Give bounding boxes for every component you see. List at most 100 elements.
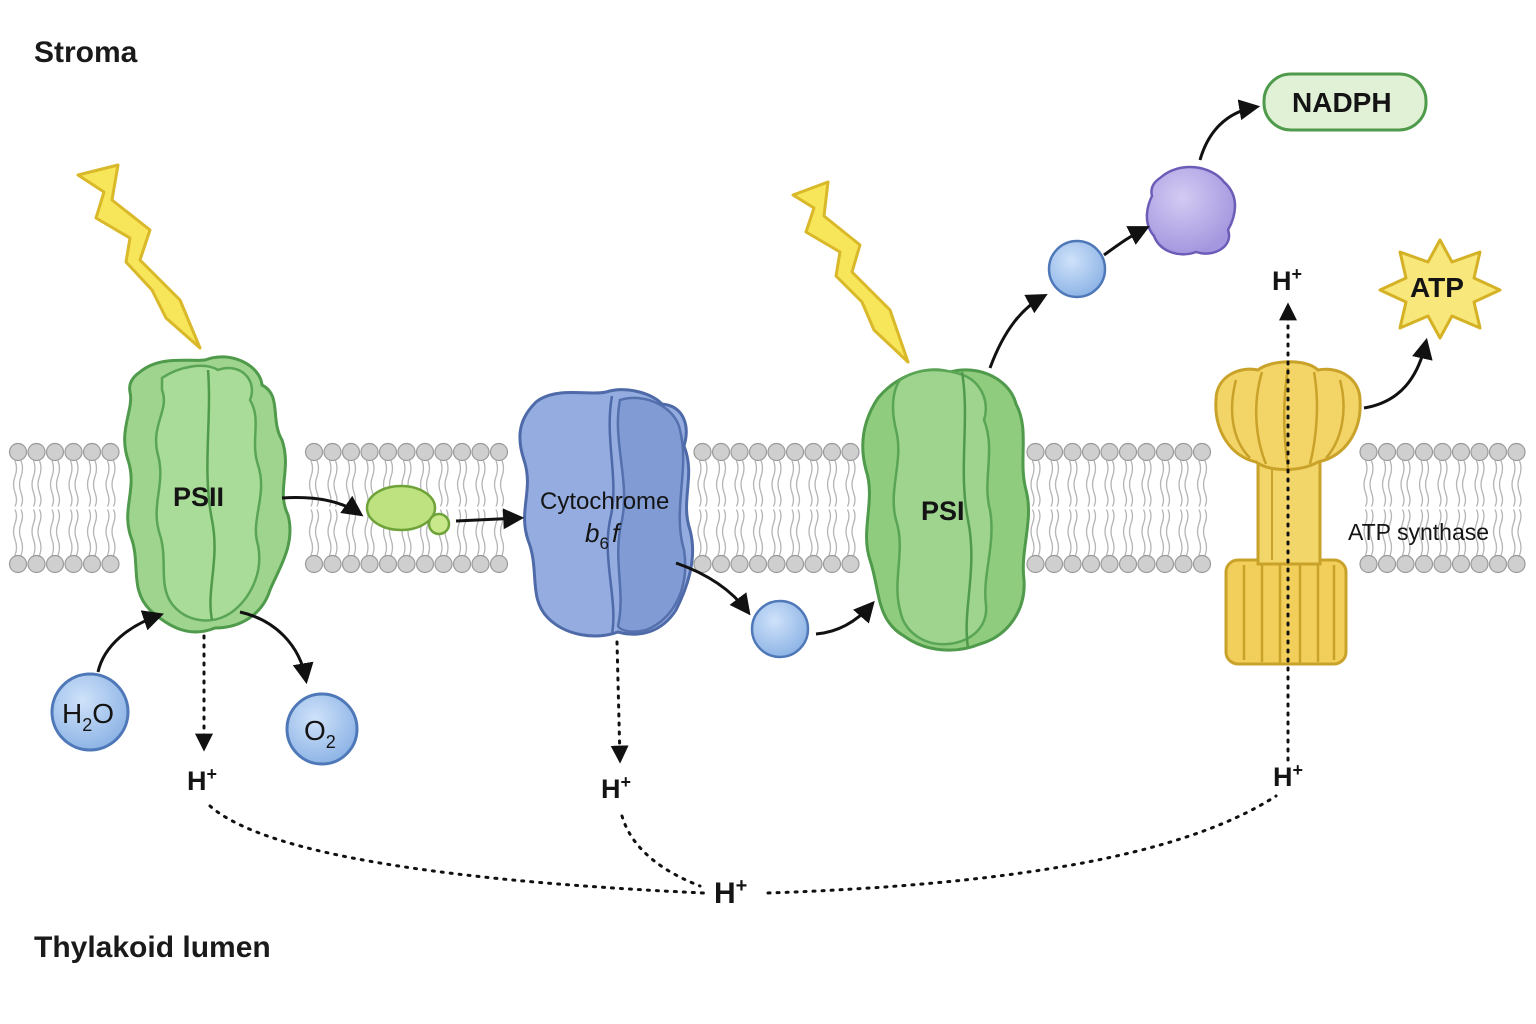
- lipid-tail: [456, 460, 462, 507]
- lipid-tail: [1196, 460, 1202, 507]
- lipid-tail: [1159, 460, 1165, 507]
- arrow-plastoquinone-to-cytochrome: [455, 508, 525, 530]
- lipid-head: [1451, 554, 1471, 574]
- lipid-tail: [826, 509, 832, 556]
- lipid-tail: [721, 460, 727, 507]
- lipid-tail: [1054, 460, 1060, 507]
- lipid-head: [1433, 554, 1452, 574]
- lipid-tail: [1165, 460, 1171, 507]
- arrow-ferredoxin-to-fnr: [1103, 226, 1150, 257]
- lipid-tail: [49, 509, 55, 556]
- lipid-tail: [1104, 460, 1109, 507]
- arrow-psii-to-oxygen: [239, 610, 314, 685]
- lipid-head: [1507, 442, 1526, 462]
- lipid-tail: [49, 460, 55, 507]
- lipid-head: [748, 554, 768, 574]
- lipid-head: [1063, 554, 1082, 574]
- lipid-head: [785, 442, 805, 462]
- lipid-tail: [1381, 460, 1387, 507]
- lipid-head: [822, 554, 842, 574]
- lipid-tail: [1202, 509, 1208, 556]
- atp-label: ATP: [1410, 272, 1464, 303]
- lipid-head: [1359, 442, 1378, 462]
- lipid-tail: [499, 460, 505, 507]
- lipid-tail: [1178, 509, 1183, 556]
- lipid-tail: [1511, 460, 1516, 507]
- lipid-head: [1488, 554, 1508, 574]
- lipid-tail: [364, 509, 369, 556]
- lipid-head: [841, 554, 860, 574]
- lipid-tail: [1480, 460, 1485, 507]
- lipid-tail: [86, 509, 92, 556]
- lipid-tail: [1141, 460, 1146, 507]
- water-molecule: H2O: [50, 672, 130, 752]
- lipid-tail: [345, 460, 351, 507]
- lipid-tail: [1443, 509, 1448, 556]
- lipid-tail: [1128, 460, 1134, 507]
- lipid-tail: [18, 460, 24, 507]
- lipid-tail: [740, 509, 745, 556]
- lipid-tail: [721, 509, 727, 556]
- light-bolt-icon: [791, 180, 910, 364]
- lipid-head: [452, 442, 472, 462]
- lipid-head: [82, 442, 102, 462]
- lipid-tail: [1363, 509, 1368, 556]
- nadph-label: NADPH: [1292, 87, 1392, 118]
- lipid-head: [1081, 442, 1101, 462]
- lipid-tail: [808, 509, 813, 556]
- lipid-tail: [1406, 509, 1411, 556]
- lipid-tail: [1492, 460, 1498, 507]
- lipid-head: [785, 554, 805, 574]
- lipid-head: [341, 554, 361, 574]
- lipid-head: [693, 554, 712, 574]
- lipid-tail: [832, 460, 838, 507]
- lipid-tail: [1424, 460, 1430, 507]
- proton-label-atp-synthase: H+: [1273, 760, 1303, 792]
- lipid-tail: [12, 460, 18, 507]
- lipid-tail: [1498, 460, 1504, 507]
- lipid-head: [1396, 554, 1415, 574]
- proton-gradient-left: [208, 804, 706, 895]
- arrow-fnr-to-nadph: [1198, 99, 1261, 161]
- lipid-tail: [364, 460, 369, 507]
- lipid-head: [1026, 442, 1045, 462]
- arrow-cytochrome-to-plastocyanin: [675, 561, 751, 616]
- arrow-atp-synthase-to-atp: [1363, 337, 1433, 410]
- lipid-head: [360, 442, 379, 462]
- lipid-tail: [105, 460, 110, 507]
- plastocyanin-carrier: [750, 599, 810, 659]
- lipid-head: [323, 554, 342, 574]
- lipid-tail: [1455, 509, 1461, 556]
- lipid-tail: [1030, 460, 1035, 507]
- lipid-head: [415, 554, 435, 574]
- lipid-head: [304, 442, 324, 462]
- atp-synthase-label: ATP synthase: [1348, 519, 1489, 545]
- lipid-tail: [351, 460, 357, 507]
- lipid-tail: [1085, 460, 1091, 507]
- proton-path-cytochrome: [610, 640, 629, 764]
- lipid-tail: [697, 460, 702, 507]
- lipid-head: [45, 554, 65, 574]
- lipid-head: [1507, 554, 1526, 574]
- lipid-tail: [351, 509, 357, 556]
- oxygen-label: O2: [304, 715, 336, 752]
- lipid-head: [360, 554, 379, 574]
- lipid-tail: [1455, 460, 1461, 507]
- fnr-enzyme: [1145, 165, 1237, 256]
- lipid-tail: [1387, 460, 1393, 507]
- lipid-tail: [462, 509, 468, 556]
- lipid-head: [767, 554, 786, 574]
- lipid-head: [822, 442, 842, 462]
- lipid-tail: [734, 460, 739, 507]
- lipid-tail: [1159, 509, 1165, 556]
- lipid-head: [1192, 554, 1212, 574]
- lipid-head: [711, 554, 731, 574]
- lipid-tail: [1147, 509, 1152, 556]
- lipid-tail: [1067, 460, 1072, 507]
- lipid-tail: [697, 509, 702, 556]
- lipid-head: [452, 554, 472, 574]
- lipid-tail: [814, 509, 819, 556]
- lipid-head: [304, 554, 324, 574]
